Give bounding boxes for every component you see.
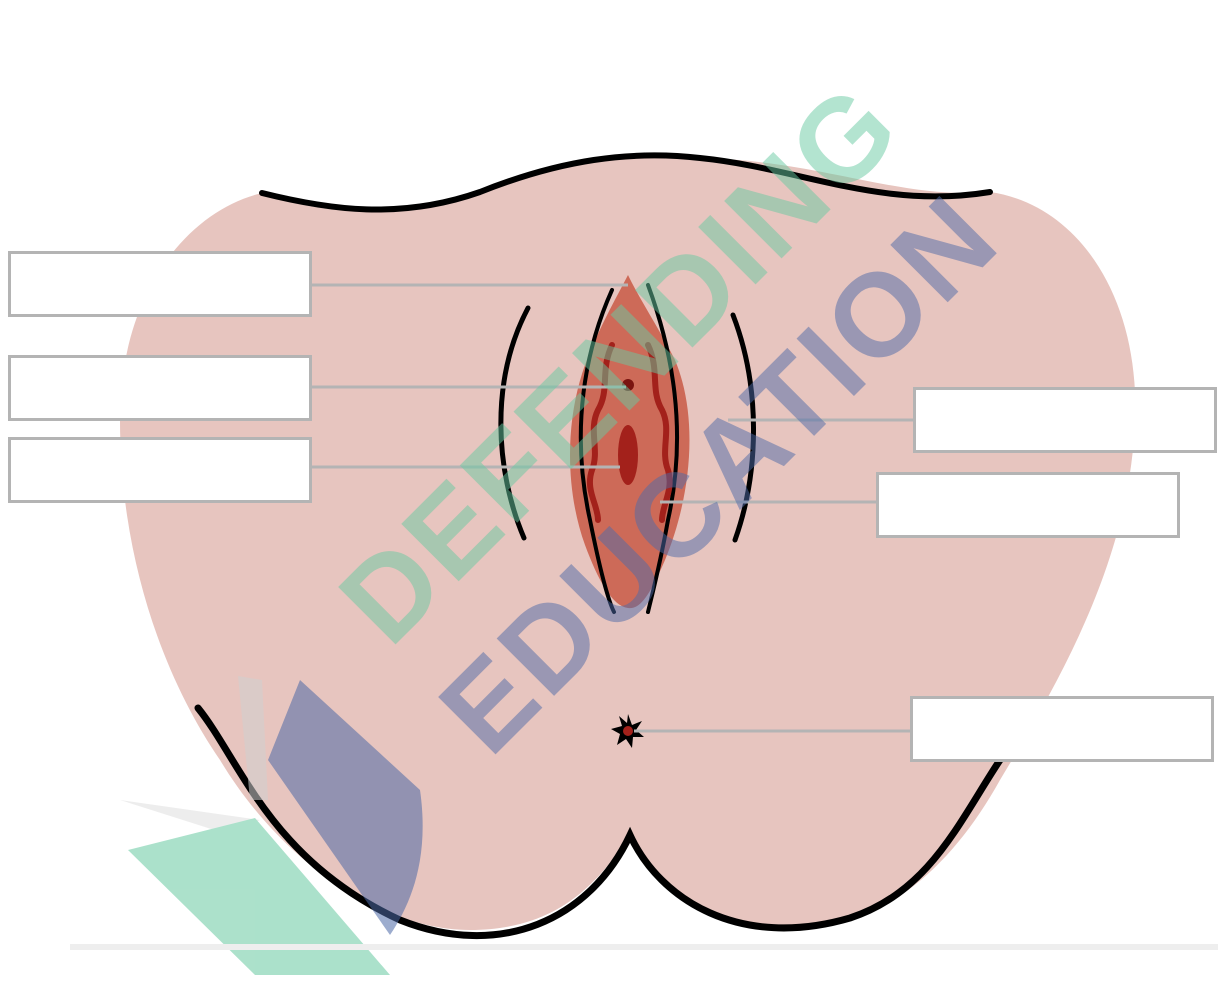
footer-divider (70, 944, 1218, 950)
label-box-3[interactable] (8, 437, 312, 503)
label-box-1[interactable] (8, 251, 312, 317)
label-box-5[interactable] (876, 472, 1180, 538)
label-box-4[interactable] (913, 387, 1217, 453)
label-box-2[interactable] (8, 355, 312, 421)
label-box-6[interactable] (910, 696, 1214, 762)
